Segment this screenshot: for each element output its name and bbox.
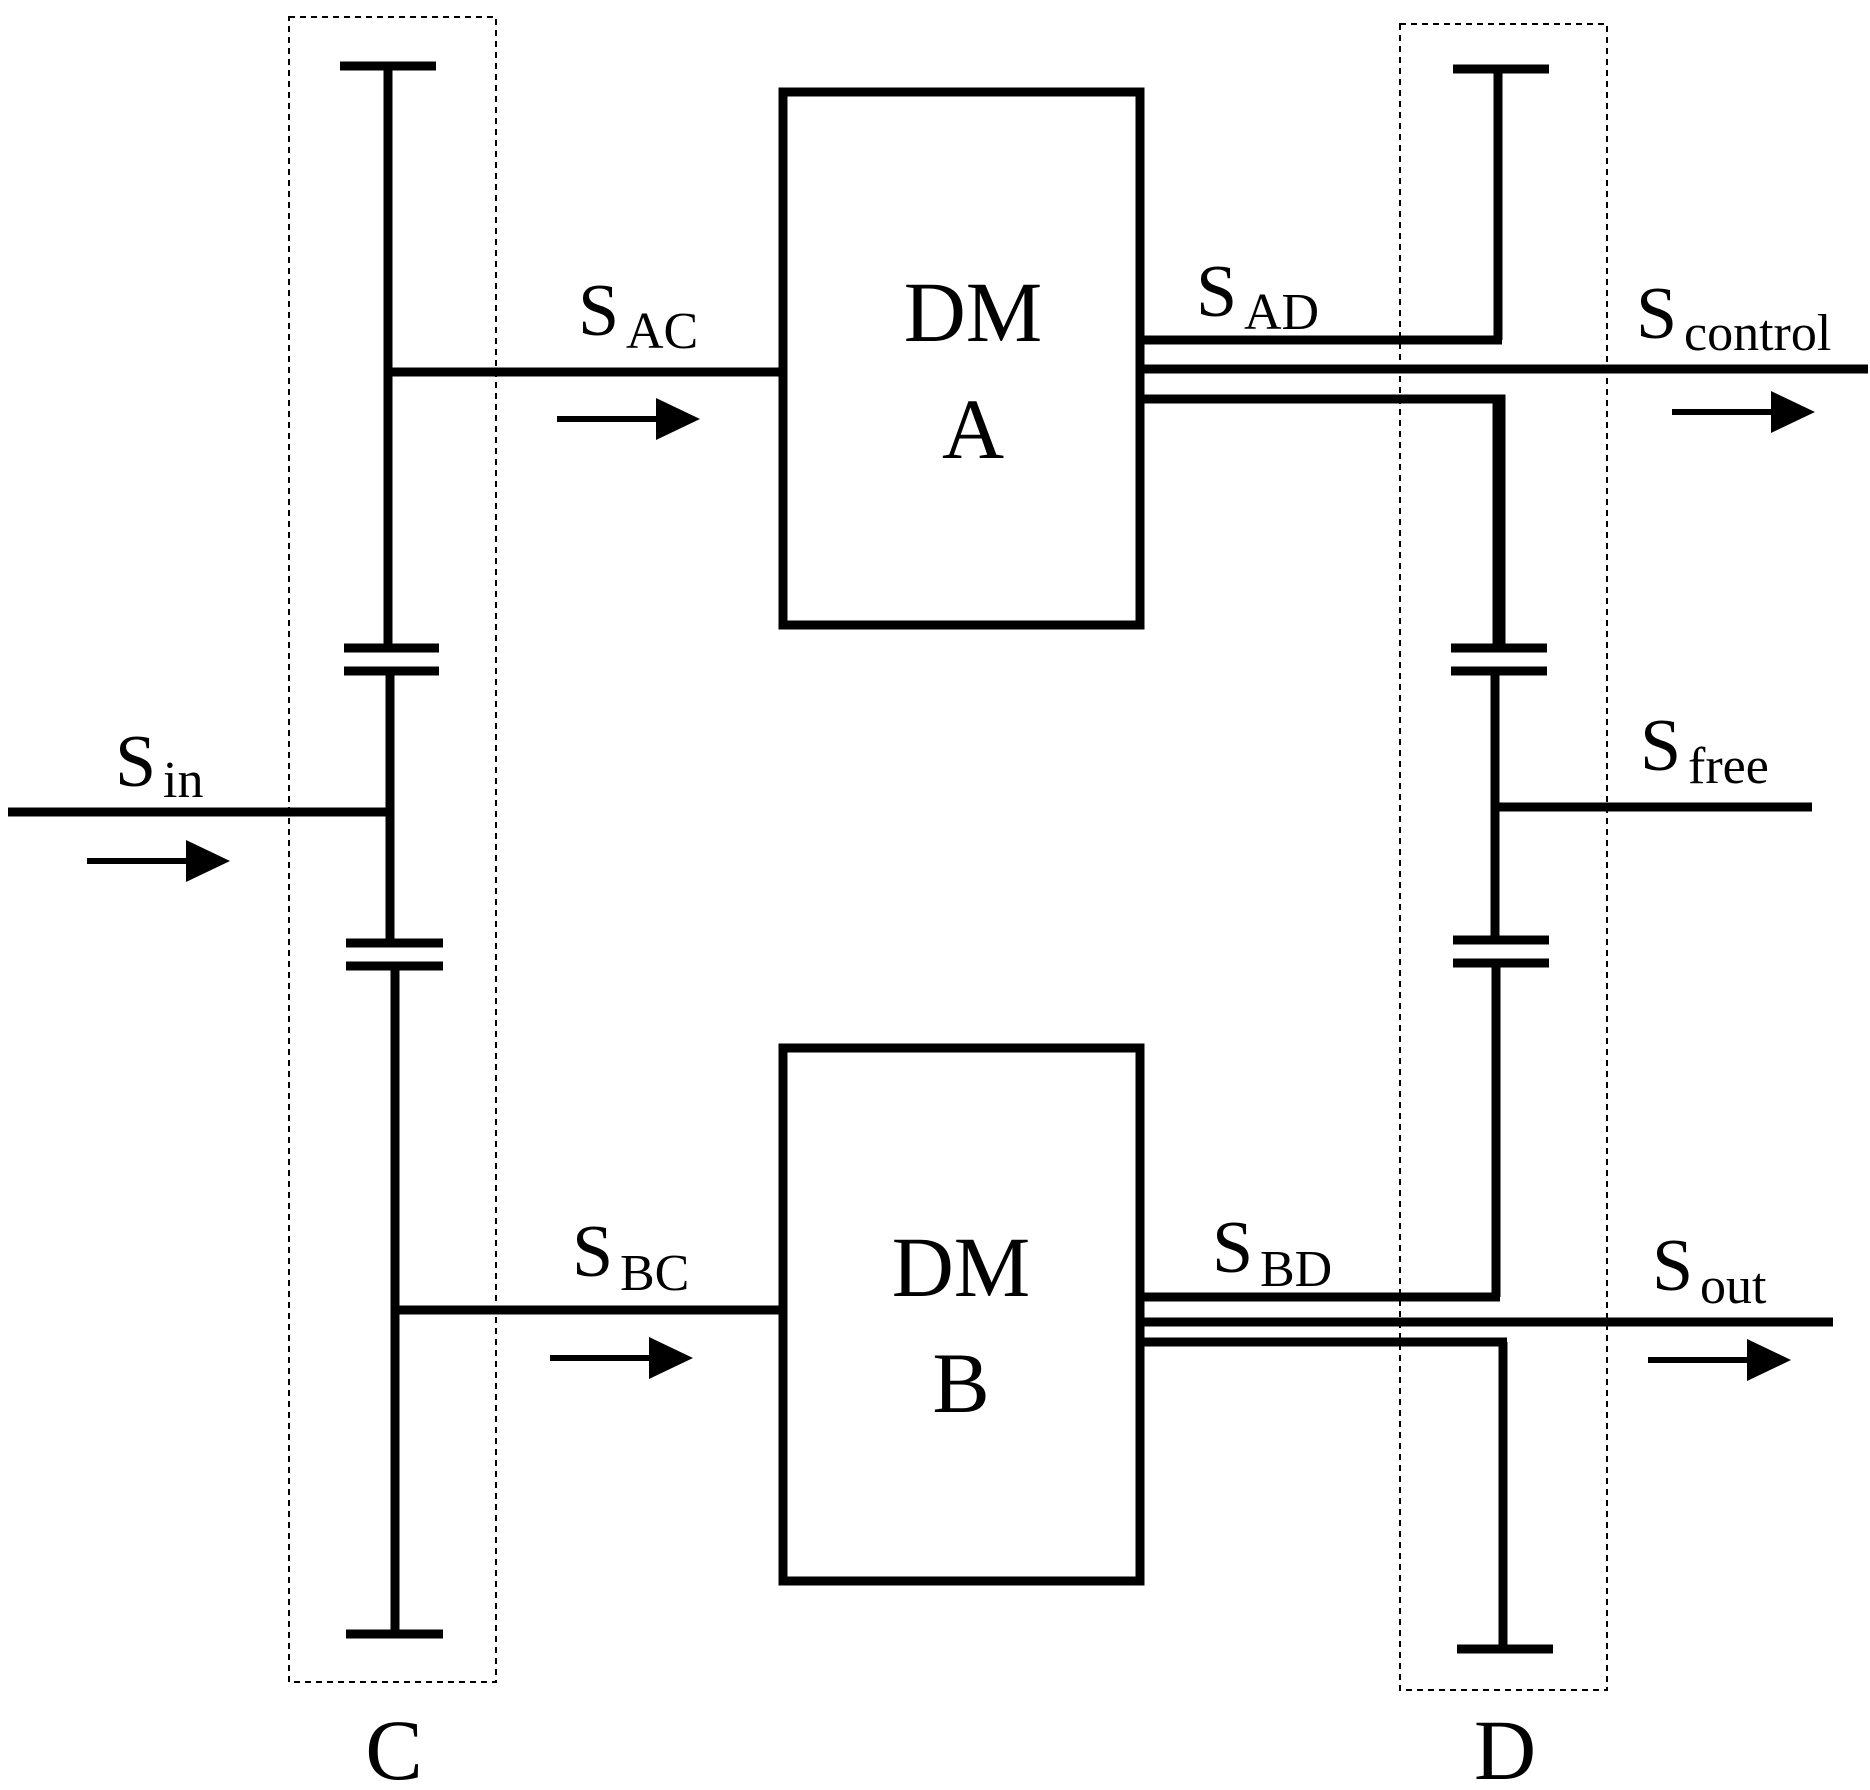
line-a-to-d	[1144, 394, 1506, 652]
arrow-out	[1648, 1339, 1791, 1381]
signal-label-control: S control	[1636, 273, 1831, 362]
signal-label-free: S free	[1640, 705, 1769, 795]
block-a-letter: A	[942, 381, 1004, 477]
signal-out-sub: out	[1700, 1258, 1767, 1315]
arrow-bc	[550, 1337, 693, 1379]
arrow-in	[87, 840, 230, 882]
signal-label-in: S in	[115, 721, 203, 809]
block-dm-b	[778, 1043, 1145, 1586]
signal-bc-main: S	[572, 1211, 613, 1293]
signal-label-out: S out	[1652, 1225, 1767, 1315]
signal-free-main: S	[1640, 705, 1681, 787]
group-d-label: D	[1474, 1702, 1536, 1790]
group-c-frame	[288, 16, 497, 1683]
signal-label-bc: S BC	[572, 1211, 689, 1302]
signal-control-main: S	[1636, 273, 1677, 355]
block-a-title: DM	[904, 264, 1043, 360]
signal-in-sub: in	[163, 752, 203, 809]
arrow-ac	[557, 398, 700, 440]
block-b-title: DM	[892, 1219, 1031, 1315]
signal-label-ac: S AC	[578, 270, 698, 360]
signal-bc-sub: BC	[620, 1245, 689, 1302]
group-c-label: C	[365, 1702, 422, 1790]
signal-ad-main: S	[1196, 251, 1237, 333]
signal-bd-sub: BD	[1260, 1241, 1332, 1298]
arrow-control	[1672, 391, 1815, 433]
block-dm-a	[778, 87, 1145, 630]
group-d-bus	[1451, 64, 1553, 1654]
signal-label-ad: S AD	[1196, 251, 1319, 341]
signal-out-main: S	[1652, 1225, 1693, 1307]
block-b-letter: B	[932, 1335, 989, 1431]
signal-free-sub: free	[1688, 738, 1769, 795]
signal-label-bd: S BD	[1212, 1207, 1332, 1298]
signal-bd-main: S	[1212, 1207, 1253, 1289]
signal-control-sub: control	[1684, 305, 1831, 362]
signal-ad-sub: AD	[1244, 284, 1319, 341]
signal-in-main: S	[115, 721, 156, 803]
group-d-frame	[1399, 23, 1608, 1691]
signal-ac-main: S	[578, 270, 619, 352]
group-c-bus	[340, 61, 443, 1639]
signal-ac-sub: AC	[626, 303, 698, 360]
